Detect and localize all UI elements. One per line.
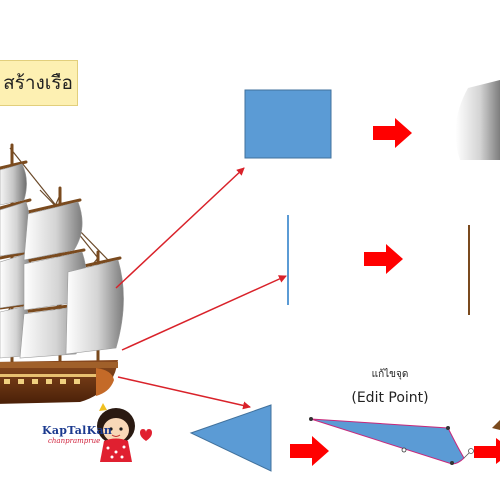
ship-hull (0, 360, 118, 404)
edit-point-handle (309, 417, 313, 421)
curved-sail-shape (455, 80, 500, 160)
sail-main-upper (23, 201, 83, 261)
edit-point-english-label: (Edit Point) (351, 390, 429, 406)
logo-sub-text: chanpramprue (48, 437, 101, 445)
blue-triangle-shape (189, 404, 272, 472)
ship-sails (0, 163, 124, 359)
edited-hull-shape (309, 417, 474, 465)
blue-rectangle-shape (244, 89, 332, 159)
partial-shape-edge (492, 420, 500, 430)
edit-point-caption: แก้ไขจุด (Edit Point) (340, 368, 440, 408)
pointer-lines (115, 167, 287, 410)
red-arrow-right (373, 118, 412, 148)
edit-point-handle (450, 461, 454, 465)
logo-main-text: KapTalKan (42, 424, 113, 437)
sail-fore-top (0, 163, 27, 206)
edit-point-handle (468, 448, 474, 454)
pointer-hull-to-triangle (117, 376, 251, 410)
red-arrow-right (364, 244, 403, 274)
edit-point-handle (446, 426, 450, 430)
red-arrow-right (290, 436, 329, 466)
logo-mascot (97, 403, 152, 462)
pointer-sail-to-rectangle (115, 167, 245, 289)
title-box: สร้างเรือ (0, 60, 78, 106)
pointer-mast-to-line (121, 275, 287, 351)
logo-text: KapTalKan chanpramprue (42, 425, 132, 446)
heart-icon (140, 429, 152, 441)
red-arrow-right (474, 438, 500, 464)
edit-point-thai-label: แก้ไขจุด (371, 369, 409, 380)
title-text: สร้างเรือ (3, 72, 73, 94)
sail-mizzen (65, 259, 124, 355)
edit-point-handle (401, 447, 407, 453)
ship-illustration (0, 143, 124, 404)
